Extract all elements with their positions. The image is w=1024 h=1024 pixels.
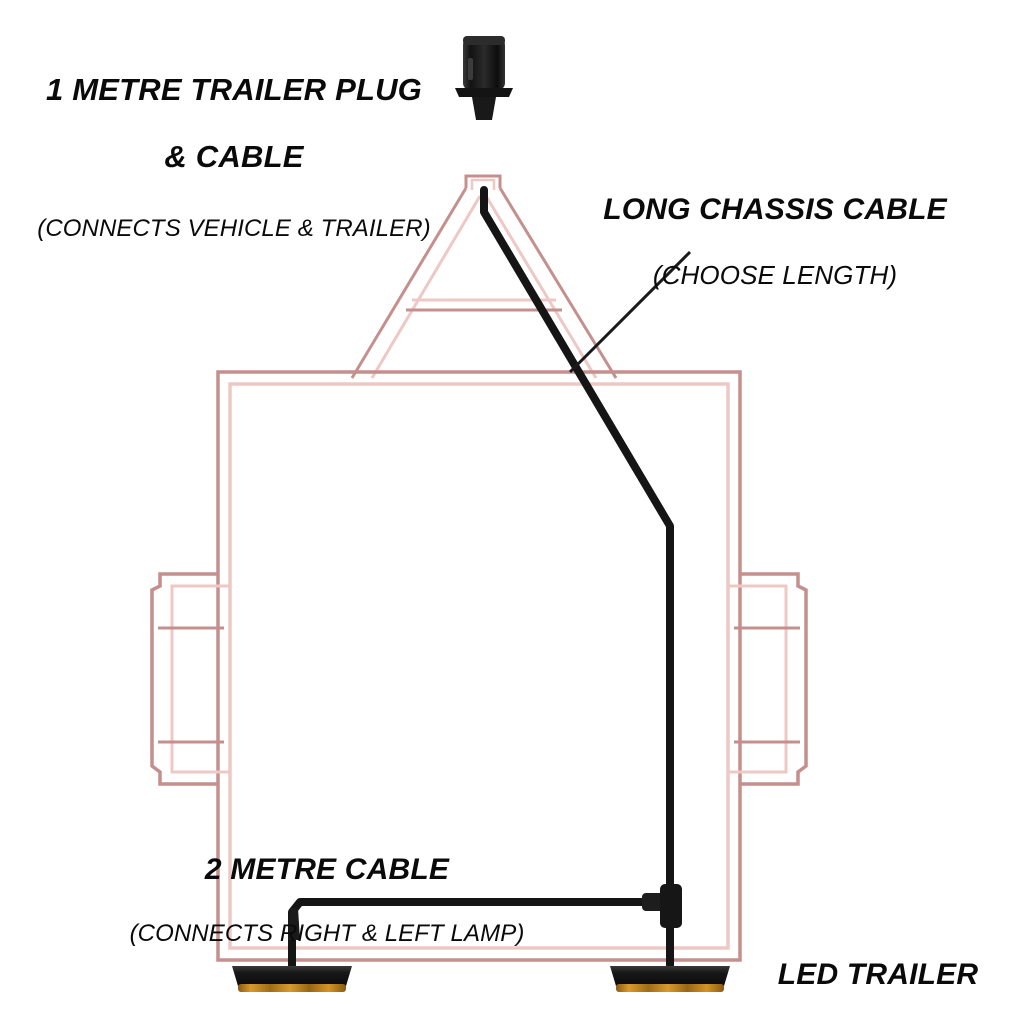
cable-junction-block xyxy=(660,884,682,928)
label-led-trailer-lights: LED TRAILER LIGHTS xyxy=(740,925,1016,1024)
label-chassis-cable: LONG CHASSIS CABLE (CHOOSE LENGTH) xyxy=(560,160,990,323)
label-cable2-subtitle: (CONNECTS RIGHT & LEFT LAMP) xyxy=(129,919,525,947)
label-plug-subtitle: (CONNECTS VEHICLE & TRAILER) xyxy=(37,214,431,242)
right-led-lamp xyxy=(610,966,730,992)
left-led-lamp xyxy=(232,966,352,992)
trailer-frame-group xyxy=(150,174,808,962)
chassis-cable-leader-line xyxy=(568,250,692,374)
label-plug: 1 METRE TRAILER PLUG & CABLE (CONNECTS V… xyxy=(8,40,460,275)
right-mudguard xyxy=(728,572,808,786)
label-lights-heading-line1: LED TRAILER xyxy=(777,957,979,991)
label-cable2-heading: 2 METRE CABLE xyxy=(204,852,450,886)
label-two-metre-cable: 2 METRE CABLE (CONNECTS RIGHT & LEFT LAM… xyxy=(92,820,562,979)
long-chassis-cable xyxy=(480,186,674,916)
label-chassis-subtitle: (CHOOSE LENGTH) xyxy=(652,259,898,290)
trailer-body-outline xyxy=(216,370,742,962)
a-frame-drawbar xyxy=(350,174,618,379)
label-plug-heading-line2: & CABLE xyxy=(164,138,304,174)
trailer-plug-connector xyxy=(455,36,513,120)
left-mudguard xyxy=(150,572,230,786)
label-plug-heading-line1: 1 METRE TRAILER PLUG xyxy=(45,71,422,107)
label-chassis-heading: LONG CHASSIS CABLE xyxy=(603,192,947,226)
